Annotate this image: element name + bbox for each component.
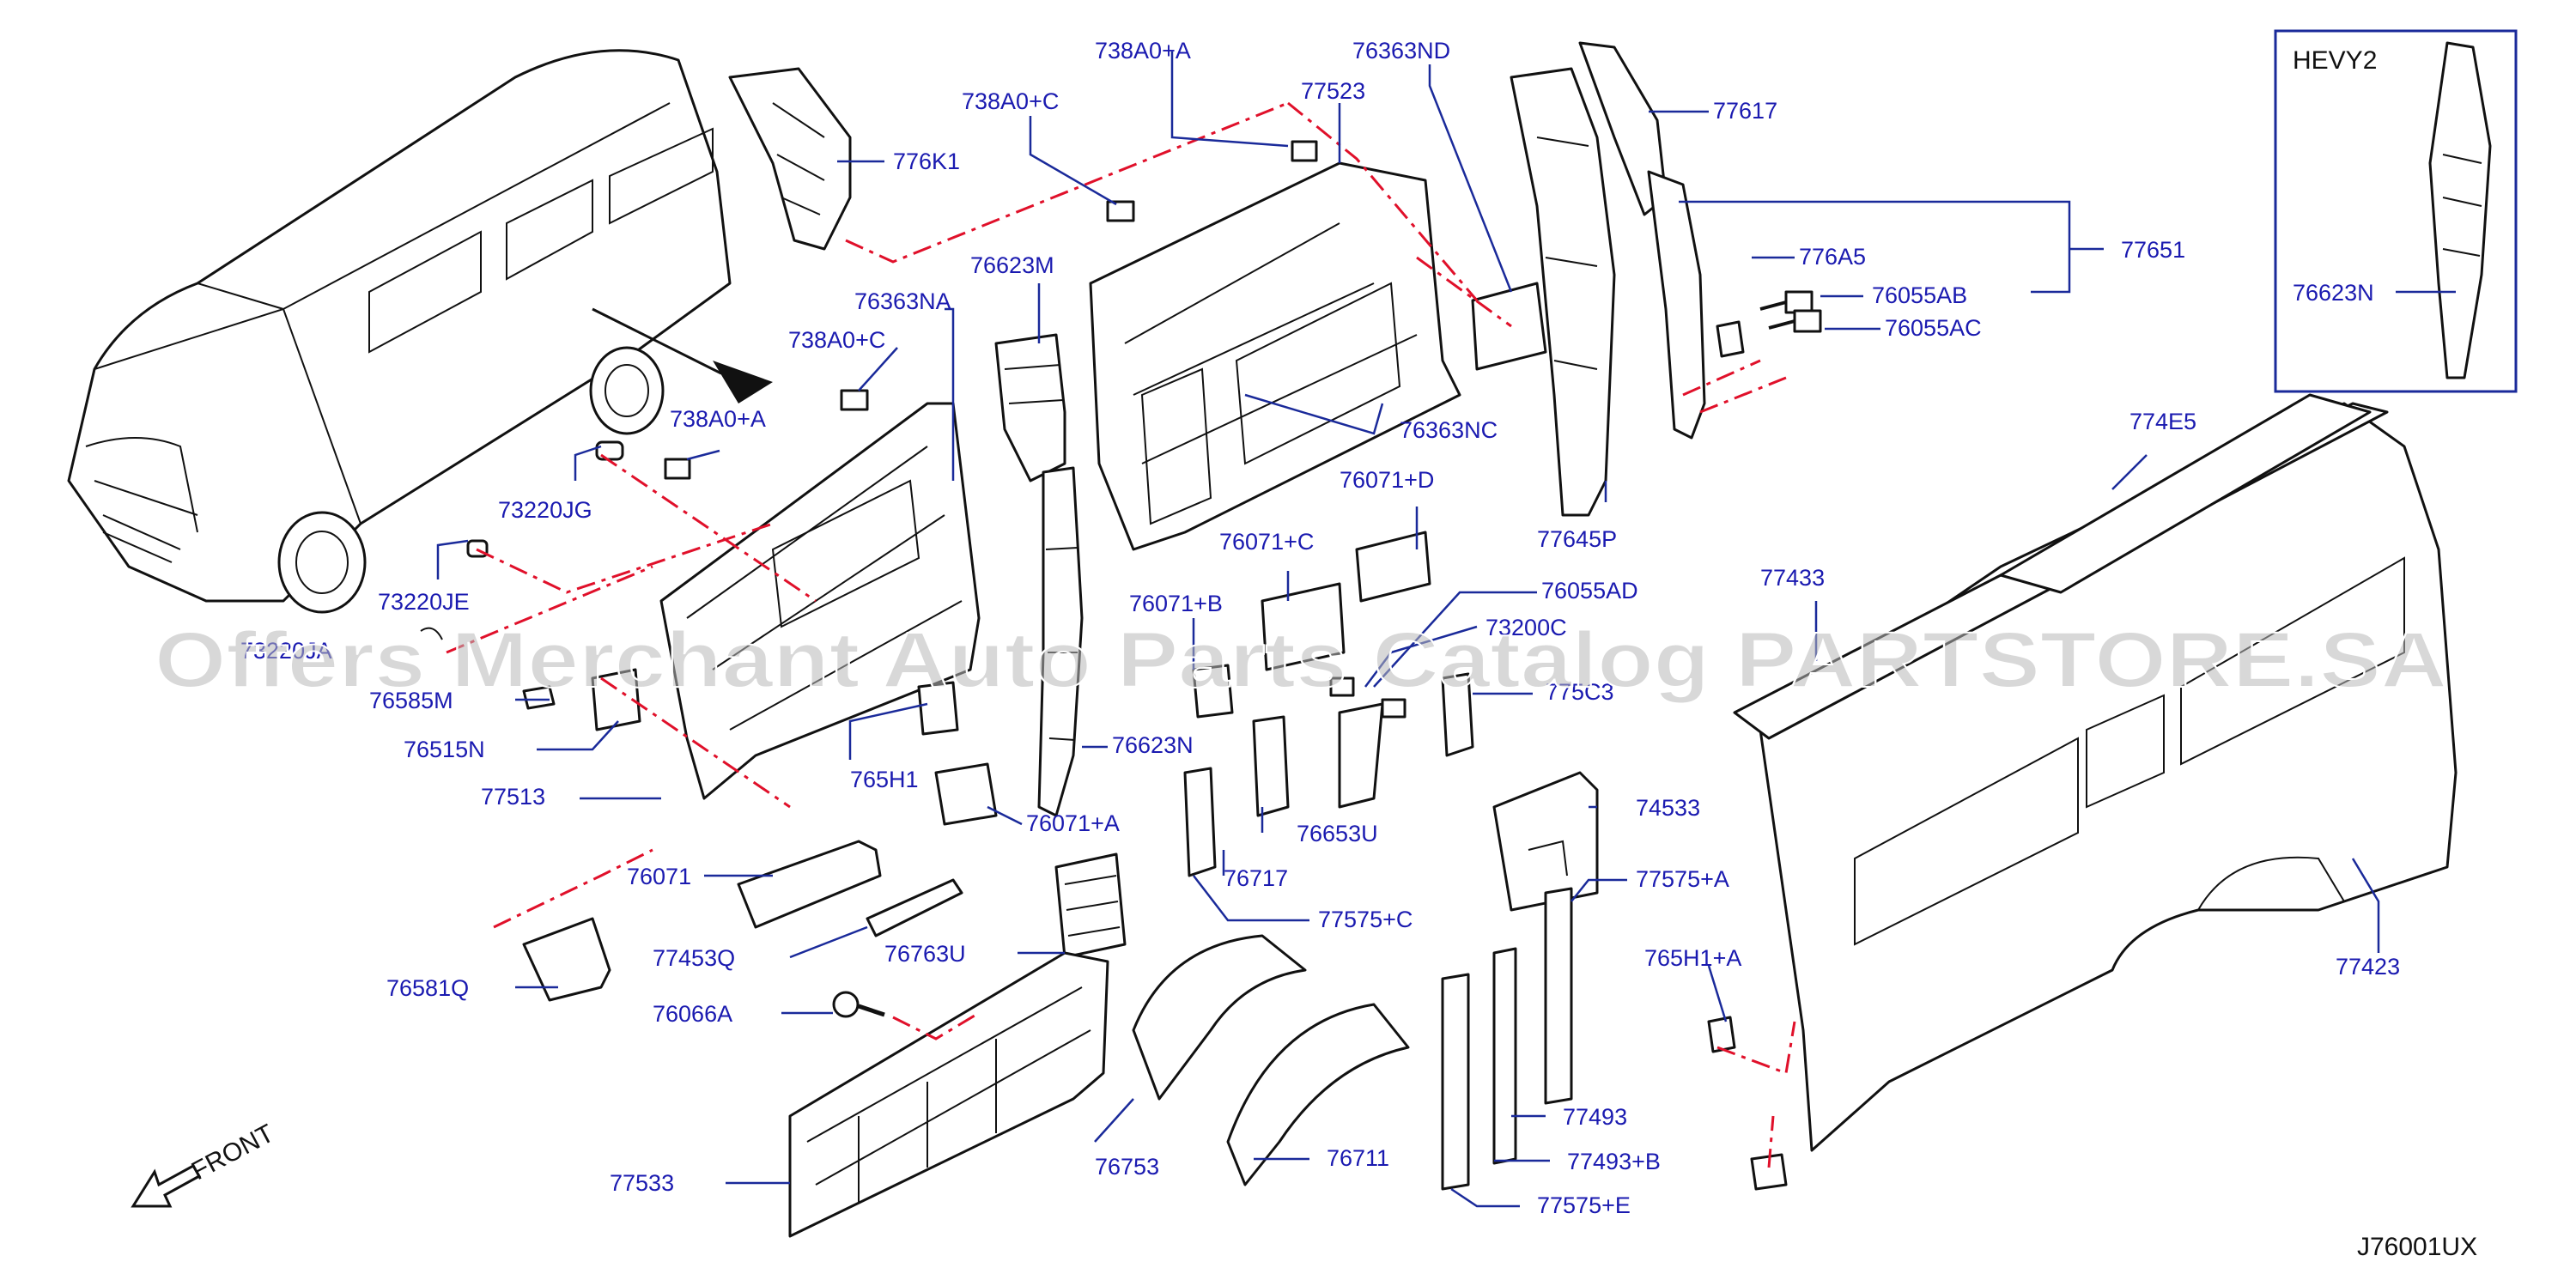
watermark: Offers Merchant Auto Parts Catalog PARTS… [155, 616, 2447, 704]
label-76055AB: 76055AB [1872, 282, 1967, 308]
label-73220JE: 73220JE [378, 589, 470, 615]
label-77575-C: 77575+C [1318, 907, 1413, 932]
label-76071: 76071 [627, 864, 691, 889]
label-77617: 77617 [1713, 98, 1777, 124]
front-arrow-icon [131, 1163, 202, 1208]
label-76623N: 76623N [1112, 732, 1194, 758]
leader-lines [436, 52, 2380, 1208]
front-label: FRONT [187, 1119, 279, 1186]
direction-arrow [713, 361, 773, 403]
label-76711: 76711 [1327, 1145, 1389, 1171]
label-76717: 76717 [1224, 865, 1288, 891]
label-765H1: 765H1 [850, 767, 919, 792]
label-774E5: 774E5 [2129, 409, 2196, 434]
label-73200C: 73200C [1485, 615, 1567, 640]
label-76515N: 76515N [404, 737, 485, 762]
label-76055AD: 76055AD [1541, 578, 1638, 604]
label-76753: 76753 [1095, 1154, 1159, 1180]
label-76071-C: 76071+C [1219, 529, 1314, 555]
label-765H1-A: 765H1+A [1644, 945, 1741, 971]
inset-part-label: 76623N [2293, 280, 2374, 306]
label-76623M: 76623M [970, 252, 1054, 278]
label-775C3: 775C3 [1546, 679, 1614, 705]
label-76585M: 76585M [369, 688, 453, 713]
label-77423: 77423 [2336, 954, 2400, 980]
label-77453Q: 77453Q [653, 945, 735, 971]
label-76763U: 76763U [884, 941, 966, 967]
label-76071-B: 76071+B [1129, 591, 1223, 616]
van-illustration [67, 49, 773, 614]
label-76581Q: 76581Q [386, 975, 469, 1001]
label-76071-D: 76071+D [1340, 467, 1434, 493]
front-indicator: FRONT [131, 1119, 279, 1208]
label-76653U: 76653U [1297, 821, 1378, 846]
label-76363NC: 76363NC [1400, 417, 1498, 443]
label-73220JA: 73220JA [240, 638, 332, 664]
label-738A0-C: 738A0+C [788, 327, 885, 353]
label-77575-E: 77575+E [1537, 1192, 1631, 1218]
label-738A0-A: 738A0+A [670, 406, 766, 432]
diagram-code: J76001UX [2357, 1233, 2477, 1261]
label-776A5: 776A5 [1799, 244, 1866, 270]
label-76066A: 76066A [653, 1001, 732, 1027]
part-labels: 776K1 738A0+A 738A0+C 77523 76363ND 7761… [240, 38, 2400, 1218]
label-76055AC: 76055AC [1885, 315, 1982, 341]
label-776K1: 776K1 [893, 149, 960, 174]
label-77533: 77533 [610, 1170, 674, 1196]
assembly-dashed-lines [446, 101, 1796, 1168]
label-738A0-C-top: 738A0+C [962, 88, 1059, 114]
label-77645P: 77645P [1537, 526, 1617, 552]
label-738A0-A-top: 738A0+A [1095, 38, 1191, 64]
label-77433: 77433 [1760, 565, 1825, 591]
label-76071-A: 76071+A [1026, 810, 1120, 836]
inset-title: HEVY2 [2293, 46, 2377, 75]
label-77523: 77523 [1301, 78, 1365, 104]
label-77575-A: 77575+A [1636, 866, 1729, 892]
label-76363NA: 76363NA [854, 288, 951, 314]
label-77513: 77513 [481, 784, 545, 810]
part-shapes [420, 41, 2458, 1238]
label-73220JG: 73220JG [498, 497, 592, 523]
label-74533: 74533 [1636, 795, 1700, 821]
label-77651: 77651 [2121, 237, 2185, 263]
label-77493-B: 77493+B [1567, 1149, 1661, 1174]
hevy2-inset: HEVY2 76623N [2274, 29, 2518, 393]
label-77493: 77493 [1563, 1104, 1627, 1130]
label-76363ND: 76363ND [1352, 38, 1450, 64]
